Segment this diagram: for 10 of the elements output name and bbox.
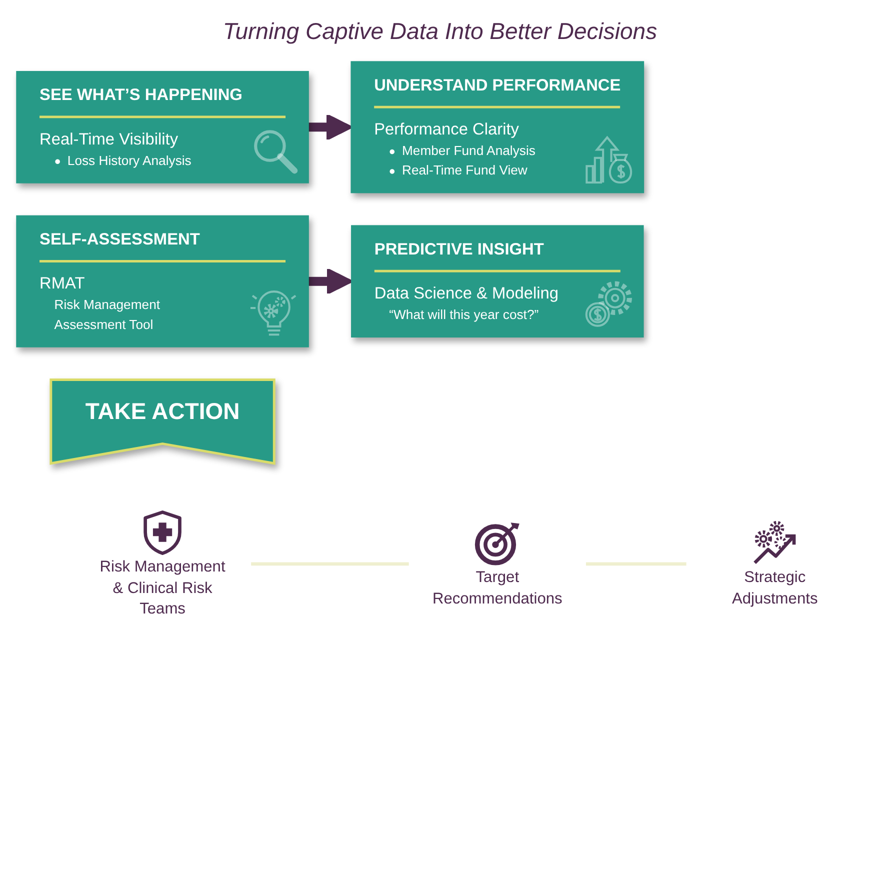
- node-box: UNDERSTAND PERFORMANCE Performance Clarity Member Fund Analysis Real-Time Fund View: [350, 61, 644, 194]
- connector: [251, 562, 409, 566]
- node-text: Risk Management & Clinical Risk Teams: [100, 558, 226, 618]
- subtitle: Turning Captive Data Into Better Decisions: [222, 18, 658, 45]
- node-text: Strategic Adjustments: [732, 569, 818, 608]
- node-box: SEE WHAT’S HAPPENING Real-Time Visibility Loss History Analysis: [16, 71, 309, 184]
- connector: [586, 562, 686, 566]
- node-text: Target Recommendations: [432, 569, 562, 608]
- node-box: PREDICTIVE INSIGHT Data Science & Modeling “What will this year cost?”: [351, 225, 644, 338]
- node-box: SELF-ASSESSMENT RMAT Risk Management Assessment Tool: [16, 215, 309, 348]
